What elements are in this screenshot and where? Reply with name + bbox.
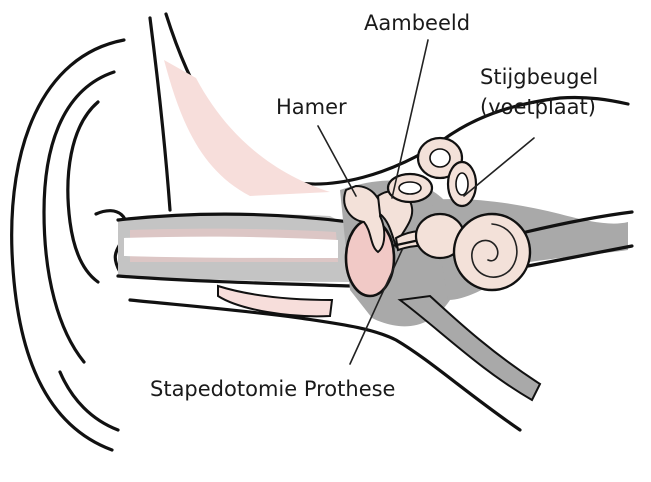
label-incus: Aambeeld xyxy=(364,11,470,35)
eustachian-tube xyxy=(400,296,540,400)
outer-ear xyxy=(12,40,127,450)
leader-malleus xyxy=(318,126,356,196)
leader-stapes xyxy=(464,138,534,196)
label-stapes-line1: Stijgbeugel xyxy=(480,65,598,89)
cochlea xyxy=(454,214,530,290)
label-stapes-line2: (voetplaat) xyxy=(480,95,596,119)
canal-white-core xyxy=(124,237,338,258)
label-prosthesis: Stapedotomie Prothese xyxy=(150,377,395,401)
semicircular-canal-top-inner xyxy=(430,149,450,167)
ear-canal xyxy=(118,214,360,286)
lower-skull-line xyxy=(130,300,520,430)
skin-pink-top xyxy=(164,60,330,196)
semicircular-canal-back-inner xyxy=(456,173,468,195)
skull-line-left xyxy=(150,18,170,210)
semicircular-canal-side-inner xyxy=(399,182,421,194)
label-malleus: Hamer xyxy=(276,95,347,119)
cochlea-outer xyxy=(454,214,530,290)
